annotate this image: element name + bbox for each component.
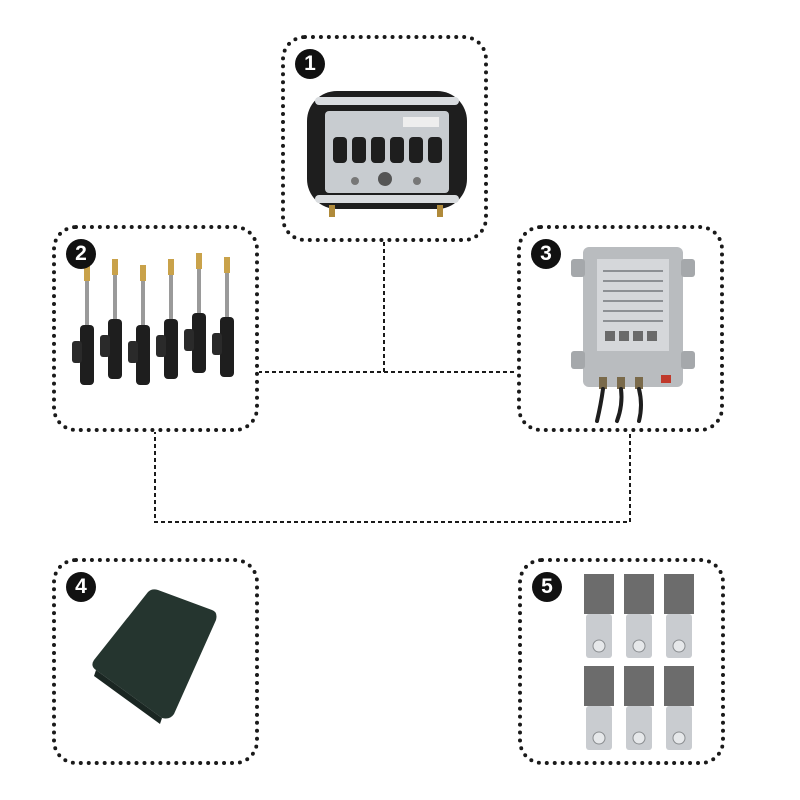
- badge-1: 1: [295, 49, 325, 79]
- control-box-icon: [571, 247, 695, 423]
- linear-actuators-icon: [72, 253, 234, 385]
- panel-5: 5: [518, 558, 725, 765]
- mounting-brackets-icon: [584, 574, 694, 750]
- panel-3: 3: [517, 225, 724, 432]
- badge-2: 2: [66, 239, 96, 269]
- panel-4: 4: [52, 558, 259, 765]
- badge-5: 5: [532, 572, 562, 602]
- panel-2: 2: [52, 225, 259, 432]
- connector-bottom-loop: [154, 430, 631, 523]
- cover-pad-icon: [92, 589, 217, 724]
- badge-4: 4: [66, 572, 96, 602]
- panel-1: 1: [281, 35, 488, 242]
- remote-transmitter-icon: [307, 91, 467, 217]
- badge-3: 3: [531, 239, 561, 269]
